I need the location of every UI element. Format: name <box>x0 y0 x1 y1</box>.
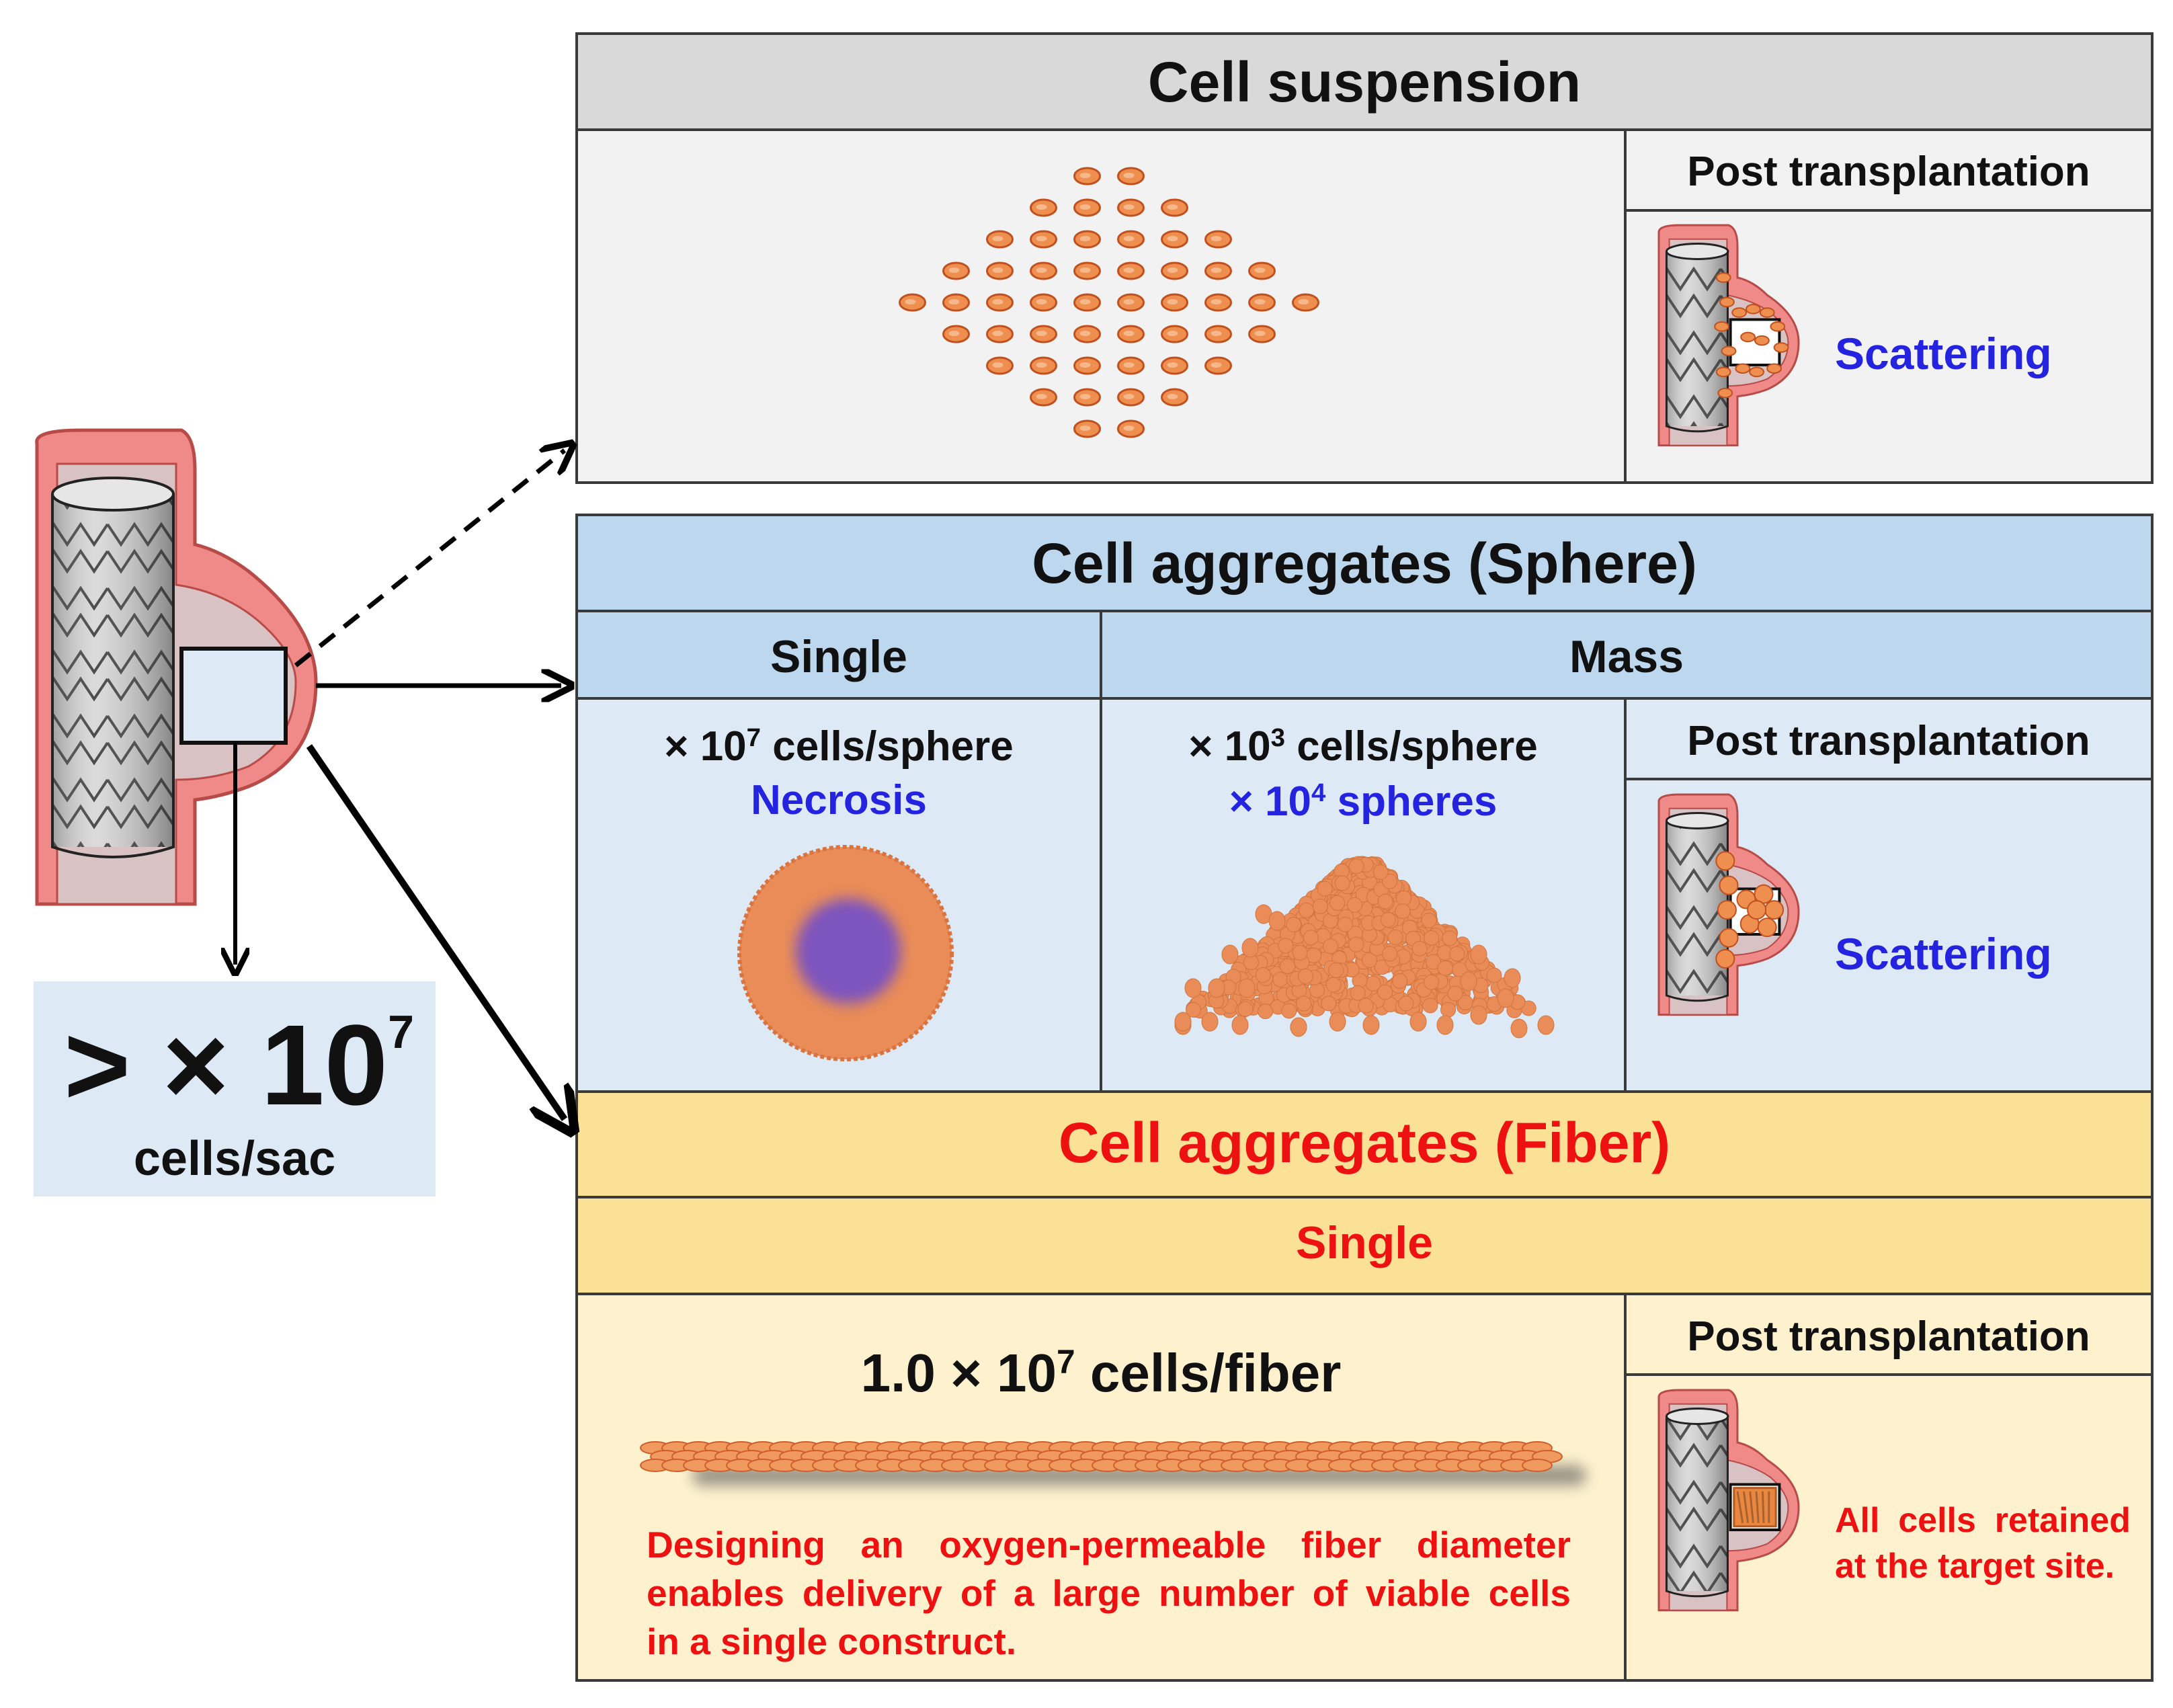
loose-sphere <box>1409 1012 1427 1032</box>
dashed-arrow-to-suspension <box>294 450 565 667</box>
single-outcome: Necrosis <box>751 777 927 823</box>
fiber-description: Designing an oxygen-permeable fiber diam… <box>647 1524 1571 1662</box>
suspension-post-label: Post transplantation <box>1687 149 2090 195</box>
mini-vessel-sphere <box>1657 793 1800 1016</box>
loose-sphere <box>1470 944 1487 965</box>
loose-sphere <box>1208 978 1225 998</box>
single-sphere-necrosis <box>737 845 954 1061</box>
cells-per-sac-unit: cells/sac <box>133 1132 336 1186</box>
sphere-mass-header: Mass <box>1569 631 1684 682</box>
loose-sphere <box>1231 1015 1249 1035</box>
arrows <box>235 450 565 1119</box>
single-cell-count: × 107 cells/sphere <box>664 723 1014 770</box>
sphere-single-header: Single <box>770 631 908 682</box>
fiber-post-result: All cells retained at the target site. <box>1835 1501 2131 1586</box>
fiber-post-label: Post transplantation <box>1687 1313 2090 1360</box>
mass-sphere-count: × 104 spheres <box>1229 778 1498 825</box>
mass-cell-count: × 103 cells/sphere <box>1188 723 1538 770</box>
suspension-title: Cell suspension <box>1147 50 1582 114</box>
loose-sphere <box>1362 1015 1380 1035</box>
suspension-panel <box>575 32 2154 484</box>
sphere-post-label: Post transplantation <box>1687 718 2090 764</box>
loose-sphere <box>1290 1017 1307 1037</box>
fiber-cell-count: 1.0 × 107 cells/fiber <box>860 1342 1342 1403</box>
cell-count-box <box>34 981 436 1196</box>
fiber-panel <box>575 1090 2154 1682</box>
suspension-cells <box>899 167 1319 438</box>
loose-sphere <box>1470 1005 1487 1025</box>
mini-vessel-suspension <box>1657 224 1800 447</box>
loose-sphere <box>1460 971 1477 991</box>
mini-vessel-fiber <box>1657 1389 1800 1612</box>
mass-spheres <box>1174 856 1555 1039</box>
cells-per-sac-value: > × 107 <box>64 1002 415 1129</box>
loose-sphere <box>1436 1015 1454 1035</box>
fiber-title: Cell aggregates (Fiber) <box>1058 1111 1671 1174</box>
arrow-to-fiber <box>306 744 565 1119</box>
loose-sphere <box>1238 978 1256 998</box>
loose-sphere <box>1510 1018 1528 1039</box>
loose-sphere <box>1504 968 1521 988</box>
sphere-title: Cell aggregates (Sphere) <box>1032 532 1697 595</box>
loose-sphere <box>1221 944 1239 965</box>
loose-sphere <box>1329 1012 1346 1032</box>
loose-sphere <box>1268 911 1286 931</box>
loose-sphere <box>1174 1012 1192 1032</box>
loose-sphere <box>1201 1012 1219 1032</box>
suspension-post-result: Scattering <box>1835 329 2052 378</box>
sphere-post-result: Scattering <box>1835 929 2052 979</box>
cell-fiber <box>640 1441 1586 1486</box>
loose-sphere <box>1184 978 1202 998</box>
aneurysm-vessel <box>35 428 318 906</box>
loose-sphere <box>1537 1015 1555 1035</box>
fiber-sub-header: Single <box>1295 1217 1434 1268</box>
loose-sphere <box>1241 938 1259 958</box>
loose-sphere <box>1497 988 1514 1008</box>
